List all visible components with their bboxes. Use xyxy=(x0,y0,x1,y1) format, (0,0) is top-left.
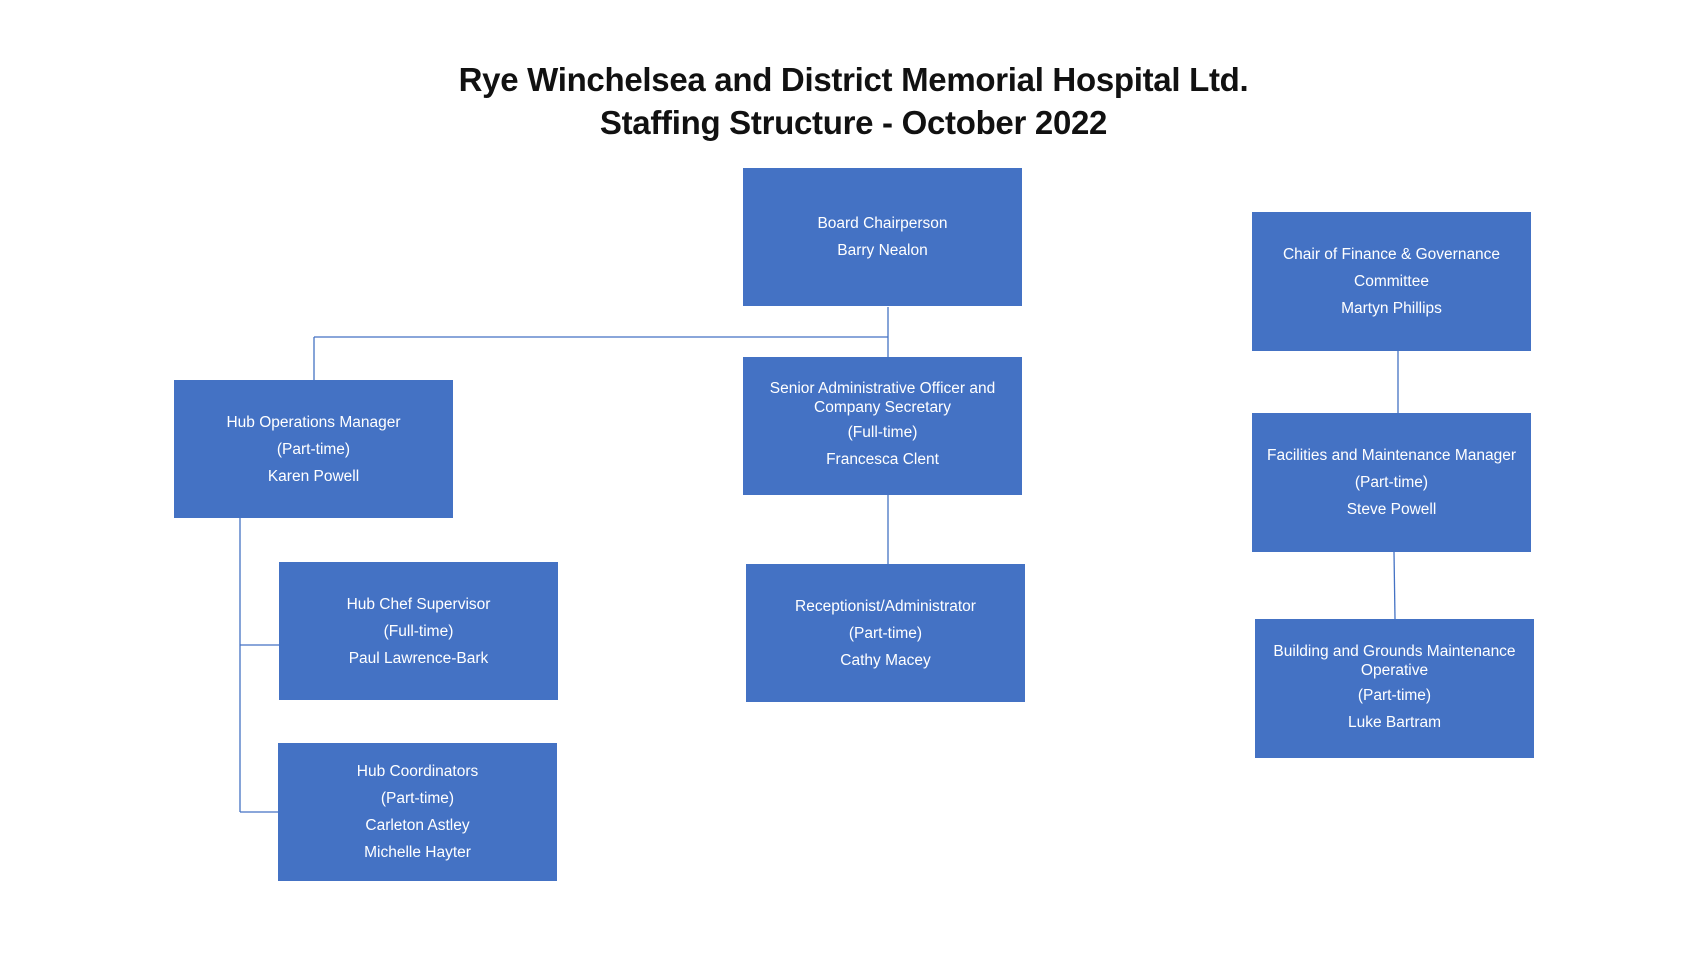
node-person-name: Steve Powell xyxy=(1346,501,1437,518)
node-finance-governance-chair[interactable]: Chair of Finance & Governance Committee … xyxy=(1252,212,1531,351)
node-role-line-1: Senior Administrative Officer and xyxy=(769,380,996,397)
node-hours: (Part-time) xyxy=(380,790,455,807)
node-person-name: Michelle Hayter xyxy=(364,844,471,861)
node-receptionist-administrator[interactable]: Receptionist/Administrator (Part-time) C… xyxy=(746,564,1025,702)
node-person-name: Martyn Phillips xyxy=(1341,300,1442,317)
node-building-grounds-operative[interactable]: Building and Grounds Maintenance Operati… xyxy=(1255,619,1534,758)
node-role-line-2: Operative xyxy=(1360,661,1429,679)
title-line-structure: Staffing Structure - October 2022 xyxy=(599,104,1108,141)
node-hours: (Full-time) xyxy=(847,424,918,441)
node-role-line-1: Building and Grounds Maintenance xyxy=(1273,642,1516,660)
title-line-organization: Rye Winchelsea and District Memorial Hos… xyxy=(458,61,1249,98)
node-person-name: Paul Lawrence-Bark xyxy=(348,649,489,667)
node-senior-administrative-officer[interactable]: Senior Administrative Officer and Compan… xyxy=(743,357,1022,495)
node-hub-operations-manager[interactable]: Hub Operations Manager (Part-time) Karen… xyxy=(174,380,453,518)
node-board-chairperson[interactable]: Board Chairperson Barry Nealon xyxy=(743,168,1022,306)
connector-facilities-to-grounds xyxy=(1393,551,1396,620)
node-role: Hub Operations Manager xyxy=(226,413,401,431)
node-person-name: Karen Powell xyxy=(267,467,360,485)
node-role: Hub Chef Supervisor xyxy=(346,595,491,613)
node-person-name: Luke Bartram xyxy=(1347,713,1442,731)
node-hours: (Part-time) xyxy=(276,440,351,458)
node-person-name: Francesca Clent xyxy=(826,451,939,468)
node-role: Board Chairperson xyxy=(817,215,948,232)
node-person-name: Carleton Astley xyxy=(365,817,470,834)
node-hours: (Part-time) xyxy=(1354,474,1429,491)
node-role-line-2: Committee xyxy=(1354,273,1429,290)
chart-title: Rye Winchelsea and District Memorial Hos… xyxy=(0,58,1707,144)
node-hours: (Full-time) xyxy=(383,622,454,640)
node-hours: (Part-time) xyxy=(1357,686,1432,704)
node-hub-coordinators[interactable]: Hub Coordinators (Part-time) Carleton As… xyxy=(278,743,557,881)
node-person-name: Cathy Macey xyxy=(840,651,931,669)
node-role: Receptionist/Administrator xyxy=(795,597,976,615)
node-hours: (Part-time) xyxy=(848,624,923,642)
node-person-name: Barry Nealon xyxy=(837,242,928,259)
node-role-line-1: Chair of Finance & Governance xyxy=(1282,246,1501,263)
node-role: Hub Coordinators xyxy=(356,763,479,780)
node-role-line-2: Company Secretary xyxy=(814,399,951,416)
node-facilities-maintenance-manager[interactable]: Facilities and Maintenance Manager (Part… xyxy=(1252,413,1531,552)
node-role: Facilities and Maintenance Manager xyxy=(1267,447,1516,464)
node-hub-chef-supervisor[interactable]: Hub Chef Supervisor (Full-time) Paul Law… xyxy=(279,562,558,700)
